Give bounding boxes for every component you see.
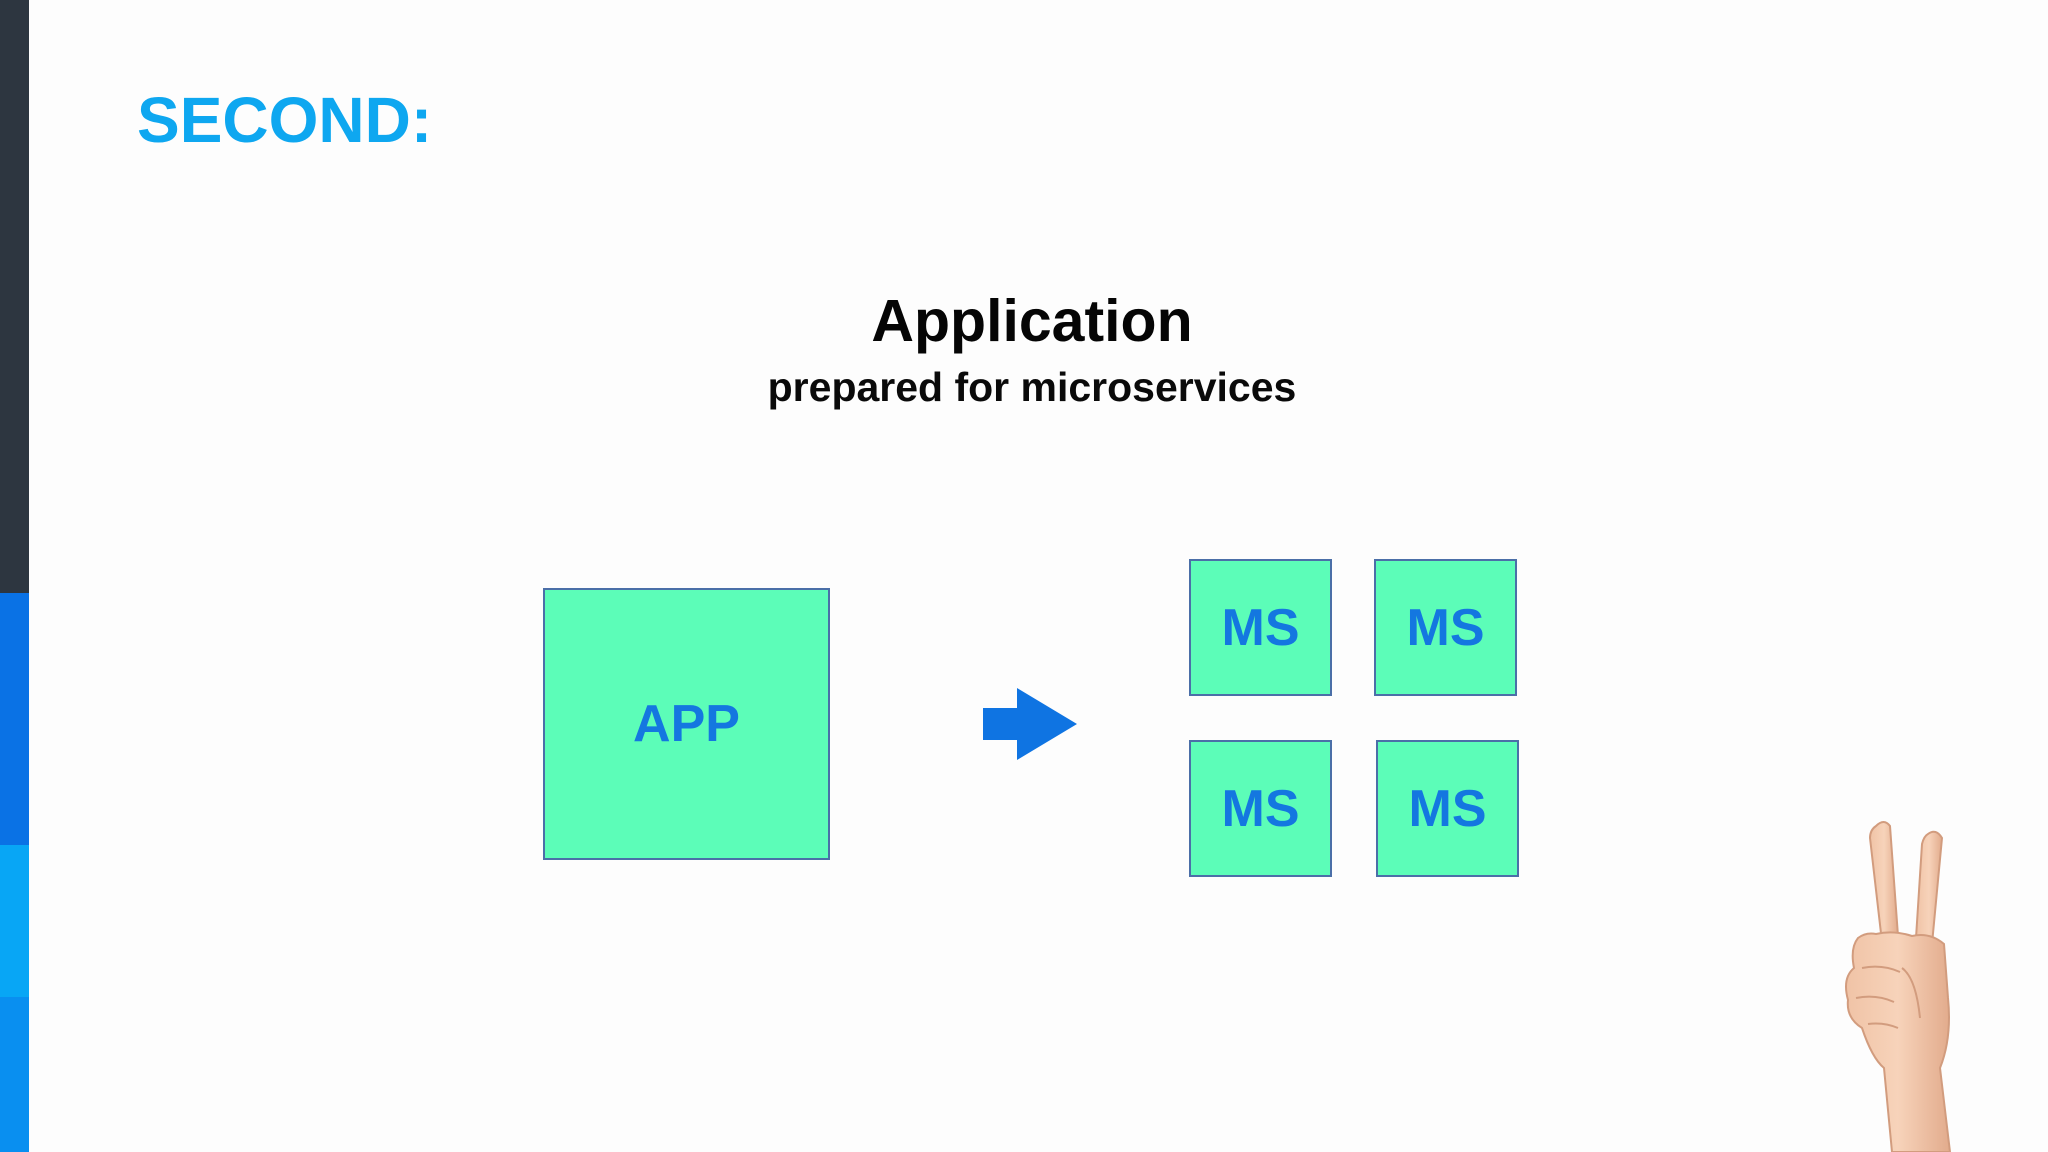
right-arrow-icon (983, 688, 1077, 760)
microservice-label: MS (1221, 598, 1300, 657)
microservice-label: MS (1406, 598, 1485, 657)
microservice-box: MS (1376, 740, 1519, 877)
slide-heading: SECOND: (137, 84, 433, 156)
slide-title: Application (871, 288, 1193, 354)
microservice-box: MS (1189, 559, 1332, 696)
accent-stripe-blue (0, 593, 29, 845)
microservice-label: MS (1221, 779, 1300, 838)
microservice-label: MS (1408, 779, 1487, 838)
accent-stripe-light (0, 845, 29, 997)
app-box: APP (543, 588, 830, 860)
microservice-box: MS (1189, 740, 1332, 877)
app-box-label: APP (633, 695, 740, 753)
peace-sign-hand-icon (1845, 821, 1952, 1152)
accent-stripe-dark (0, 0, 29, 593)
microservice-box: MS (1374, 559, 1517, 696)
accent-stripe-mid (0, 997, 29, 1152)
slide-subtitle: prepared for microservices (767, 364, 1297, 410)
